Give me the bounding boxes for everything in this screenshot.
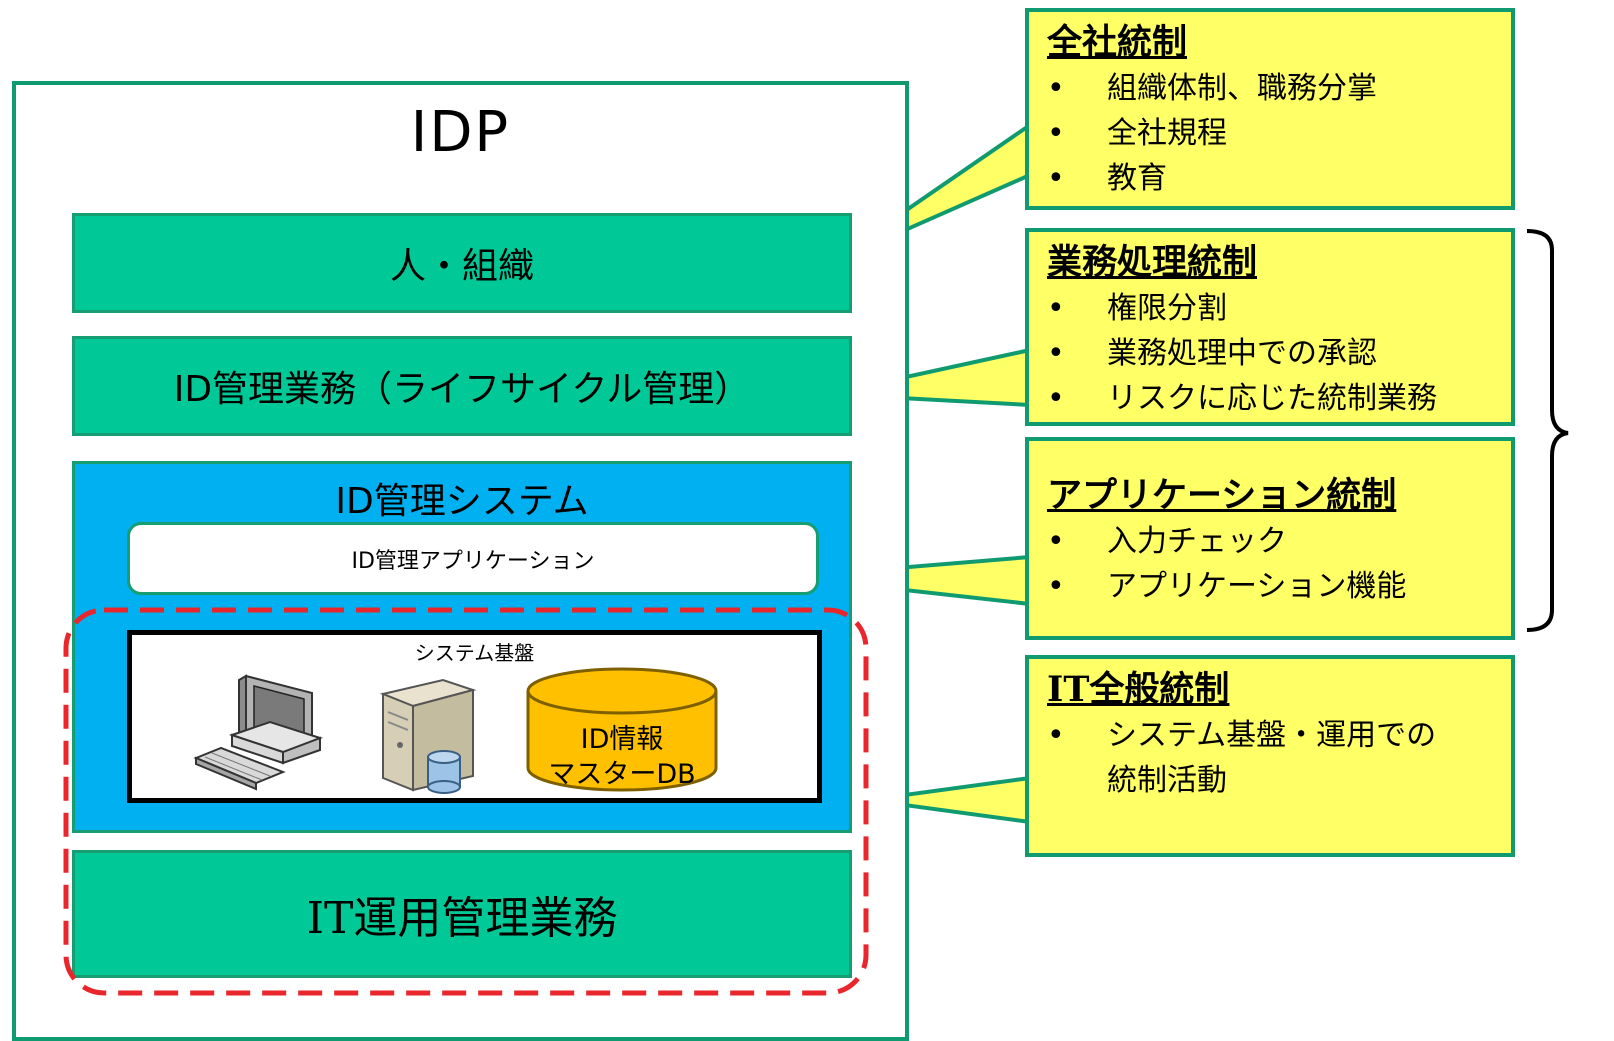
- callout-business-control: 業務処理統制 権限分割 業務処理中での承認 リスクに応じた統制業務: [1025, 228, 1515, 426]
- system-infra-title: システム基盤: [414, 641, 535, 665]
- list-item: システム基盤・運用での: [1047, 713, 1511, 758]
- db-label-line2: マスターDB: [548, 759, 696, 790]
- list-item: 組織体制、職務分掌: [1047, 66, 1511, 111]
- callout-list: 権限分割 業務処理中での承認 リスクに応じた統制業務: [1047, 286, 1511, 421]
- list-item: 権限分割: [1047, 286, 1511, 331]
- callout-list: 入力チェック アプリケーション機能: [1047, 519, 1511, 609]
- callout-list: システム基盤・運用での 統制活動: [1047, 713, 1511, 803]
- db-label-line1: ID情報: [580, 724, 664, 755]
- list-item: 教育: [1047, 156, 1511, 201]
- list-item: 入力チェック: [1047, 519, 1511, 564]
- callout-it-general-control: IT全般統制 システム基盤・運用での 統制活動: [1025, 655, 1515, 857]
- list-item: リスクに応じた統制業務: [1047, 376, 1511, 421]
- callout-title: 業務処理統制: [1047, 243, 1258, 283]
- id-management-system-title: ID管理システム: [335, 481, 589, 522]
- callout-application-control: アプリケーション統制 入力チェック アプリケーション機能: [1025, 437, 1515, 640]
- callout-list: 組織体制、職務分掌 全社規程 教育: [1047, 66, 1511, 201]
- callout-title: 全社統制: [1047, 23, 1188, 63]
- callout-title: アプリケーション統制: [1047, 476, 1397, 516]
- callout-company-control: 全社統制 組織体制、職務分掌 全社規程 教育: [1025, 8, 1515, 210]
- list-item: 業務処理中での承認: [1047, 331, 1511, 376]
- id-management-app-box: ID管理アプリケーション: [127, 522, 819, 595]
- list-item: 全社規程: [1047, 111, 1511, 156]
- list-item-continued: 統制活動: [1107, 763, 1227, 798]
- it-ops-work-layer: IT運用管理業務: [72, 850, 852, 978]
- list-item: アプリケーション機能: [1047, 564, 1511, 609]
- callout-title: IT全般統制: [1047, 669, 1230, 710]
- idp-title: IDP: [410, 100, 511, 165]
- id-management-work-layer: ID管理業務（ライフサイクル管理）: [72, 336, 852, 436]
- people-org-layer: 人・組織: [72, 213, 852, 313]
